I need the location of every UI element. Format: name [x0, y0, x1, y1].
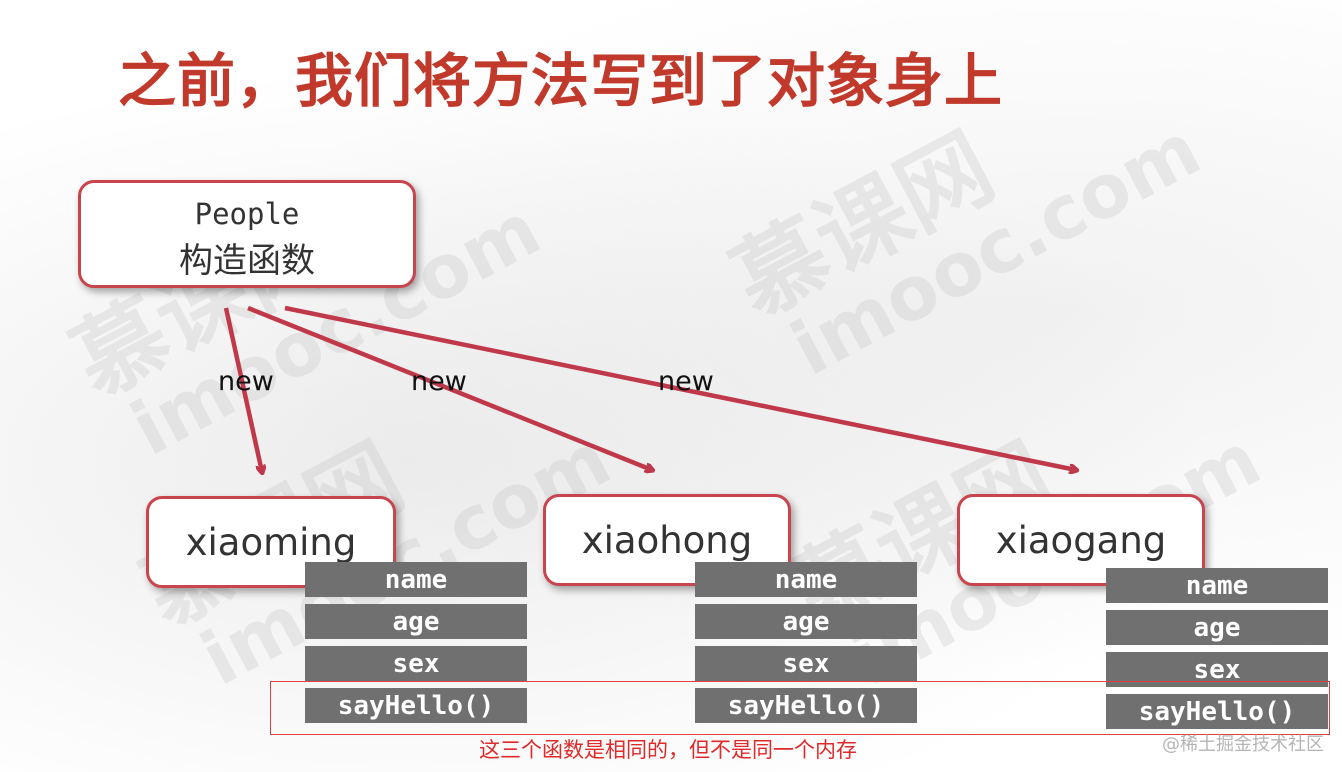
arrow-to-xiaohong [247, 305, 652, 470]
property-age: age [1106, 610, 1328, 645]
source-credit: @稀土掘金技术社区 [1162, 734, 1324, 755]
object-box-xiaohong: xiaohong [543, 494, 791, 586]
sayhello-highlight-box [270, 681, 1330, 735]
slide-title: 之前，我们将方法写到了对象身上 [118, 47, 1004, 115]
arrow-label-new: new [411, 366, 467, 397]
property-list-xiaohong: name age sex sayHello() [695, 562, 917, 730]
arrow-to-xiaogang [284, 305, 1076, 470]
arrow-to-xiaoming [223, 307, 262, 472]
constructor-name: People [194, 197, 300, 231]
method-sayhello: sayHello() [305, 688, 527, 723]
constructor-box: People 构造函数 [78, 180, 416, 288]
annotation-note: 这三个函数是相同的，但不是同一个内存 [479, 738, 857, 762]
property-age: age [695, 604, 917, 639]
constructor-caption: 构造函数 [179, 241, 315, 281]
property-name: name [695, 562, 917, 597]
object-name: xiaogang [995, 519, 1167, 562]
object-name: xiaoming [185, 521, 357, 564]
object-name: xiaohong [581, 519, 753, 562]
arrow-label-new: new [658, 366, 714, 397]
property-name: name [1106, 568, 1328, 603]
property-sex: sex [695, 646, 917, 681]
property-sex: sex [305, 646, 527, 681]
arrow-label-new: new [218, 366, 274, 397]
method-sayhello: sayHello() [1106, 694, 1328, 729]
method-sayhello: sayHello() [695, 688, 917, 723]
property-name: name [305, 562, 527, 597]
property-age: age [305, 604, 527, 639]
property-list-xiaoming: name age sex sayHello() [305, 562, 527, 730]
